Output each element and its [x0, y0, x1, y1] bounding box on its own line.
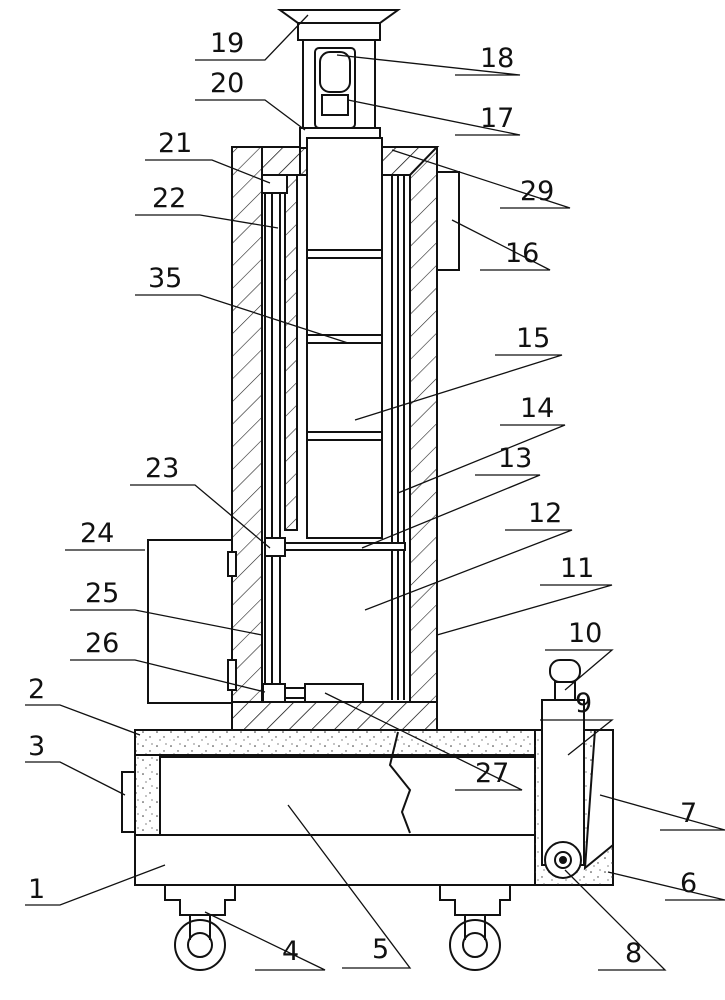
leader-lines	[25, 14, 725, 971]
side-socket	[121, 771, 136, 833]
top-block-right	[381, 146, 440, 176]
label-10: 10	[568, 618, 602, 649]
sample-column	[299, 127, 383, 539]
top-block-left	[261, 146, 301, 176]
label-15: 15	[516, 323, 550, 354]
label-8: 8	[625, 938, 642, 969]
label-5: 5	[372, 934, 389, 965]
label-25: 25	[85, 578, 119, 609]
label-6: 6	[680, 868, 697, 899]
side-cabinet	[147, 539, 237, 704]
label-14: 14	[520, 393, 554, 424]
lower-motor	[262, 683, 364, 703]
label-16: 16	[505, 238, 539, 269]
callout-labels: 1 2 3 4 5 6 7 8 9 10 11 12 13 14 15 16 1…	[28, 28, 697, 969]
label-27: 27	[475, 758, 509, 789]
pulley	[544, 841, 582, 879]
label-3: 3	[28, 731, 45, 762]
label-1: 1	[28, 874, 45, 905]
wheel-left	[164, 885, 236, 971]
label-23: 23	[145, 453, 179, 484]
label-22: 22	[152, 183, 186, 214]
control-panel	[436, 171, 460, 271]
guide-rail-left	[264, 190, 281, 690]
hopper	[276, 9, 402, 41]
label-26: 26	[85, 628, 119, 659]
label-2: 2	[28, 674, 45, 705]
label-29: 29	[520, 176, 554, 207]
label-12: 12	[528, 498, 562, 529]
label-21: 21	[158, 128, 192, 159]
label-4: 4	[282, 936, 299, 967]
feeder-tube	[302, 39, 376, 129]
label-18: 18	[480, 43, 514, 74]
label-9: 9	[575, 688, 592, 719]
label-11: 11	[560, 553, 594, 584]
label-7: 7	[680, 798, 697, 829]
label-13: 13	[498, 443, 532, 474]
slider-strip	[284, 174, 298, 531]
label-17: 17	[480, 103, 514, 134]
label-19: 19	[210, 28, 244, 59]
label-24: 24	[80, 518, 114, 549]
wheel-right	[439, 885, 511, 971]
crossbar	[264, 537, 406, 557]
motor-top-left	[261, 174, 288, 194]
label-20: 20	[210, 68, 244, 99]
guide-rail-right	[391, 175, 405, 700]
label-35: 35	[148, 263, 182, 294]
lift-arm	[541, 699, 585, 866]
